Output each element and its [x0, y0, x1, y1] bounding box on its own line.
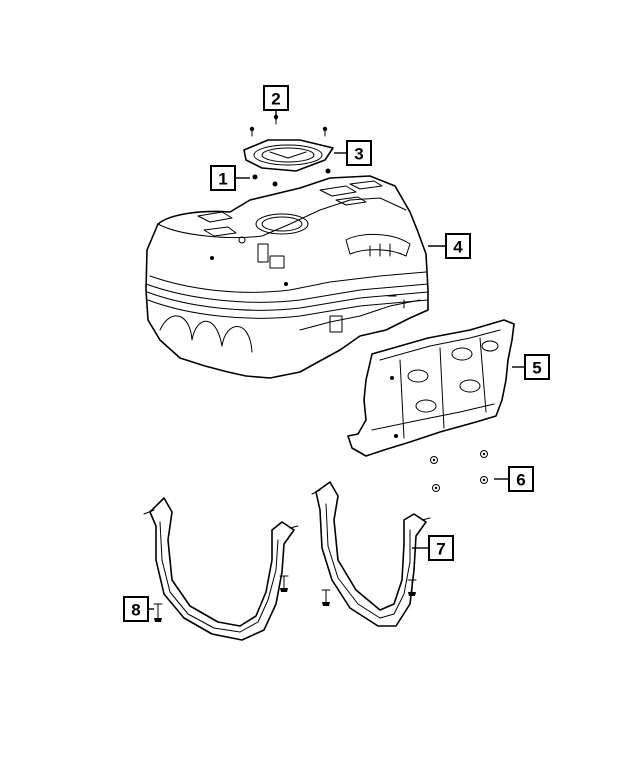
callout-4-label: 4 [453, 238, 463, 257]
callout-4: 4 [445, 233, 471, 259]
fuel-tank [145, 175, 429, 379]
callout-6: 6 [508, 466, 534, 492]
callout-3-label: 3 [354, 145, 363, 164]
strap-left [143, 497, 299, 641]
callout-6-label: 6 [516, 471, 525, 490]
bolt-group [153, 575, 417, 622]
callout-3: 3 [346, 140, 372, 166]
callout-5: 5 [524, 354, 550, 380]
leader-lines [235, 110, 524, 549]
nut-group [430, 450, 488, 492]
callout-7-label: 7 [436, 540, 445, 559]
callout-2: 2 [263, 85, 289, 111]
strap-right [311, 481, 431, 627]
lock-ring-plate [243, 139, 334, 172]
heat-shield [347, 319, 515, 457]
screw-group [249, 114, 331, 187]
callout-1: 1 [210, 165, 236, 191]
callout-7: 7 [428, 535, 454, 561]
callout-5-label: 5 [532, 359, 541, 378]
callout-8-label: 8 [131, 601, 140, 620]
callout-2-label: 2 [271, 90, 280, 109]
callout-8: 8 [123, 596, 149, 622]
callout-1-label: 1 [218, 170, 227, 189]
